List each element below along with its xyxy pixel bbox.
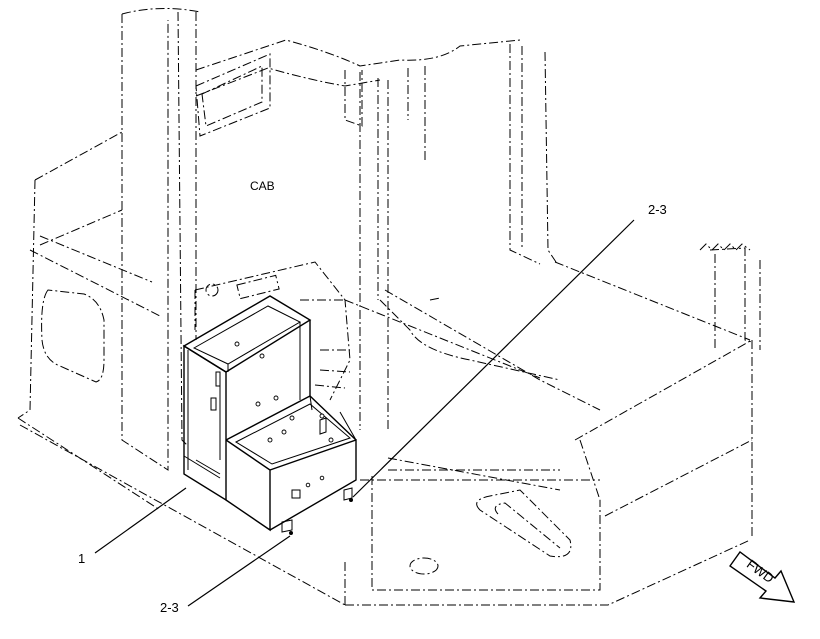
leader-lines	[94, 219, 635, 607]
callout-part-2-3-lower: 2-3	[160, 600, 179, 615]
callout-part-2-3-upper: 2-3	[648, 202, 667, 217]
callout-part-1: 1	[78, 551, 85, 566]
console-phantom	[194, 261, 351, 401]
bracket-assembly	[182, 295, 357, 535]
forward-direction-arrow-icon: FWD	[729, 551, 796, 603]
forward-direction-label: FWD	[744, 556, 777, 586]
cab-outline	[17, 7, 761, 606]
cab-label: CAB	[250, 179, 275, 193]
